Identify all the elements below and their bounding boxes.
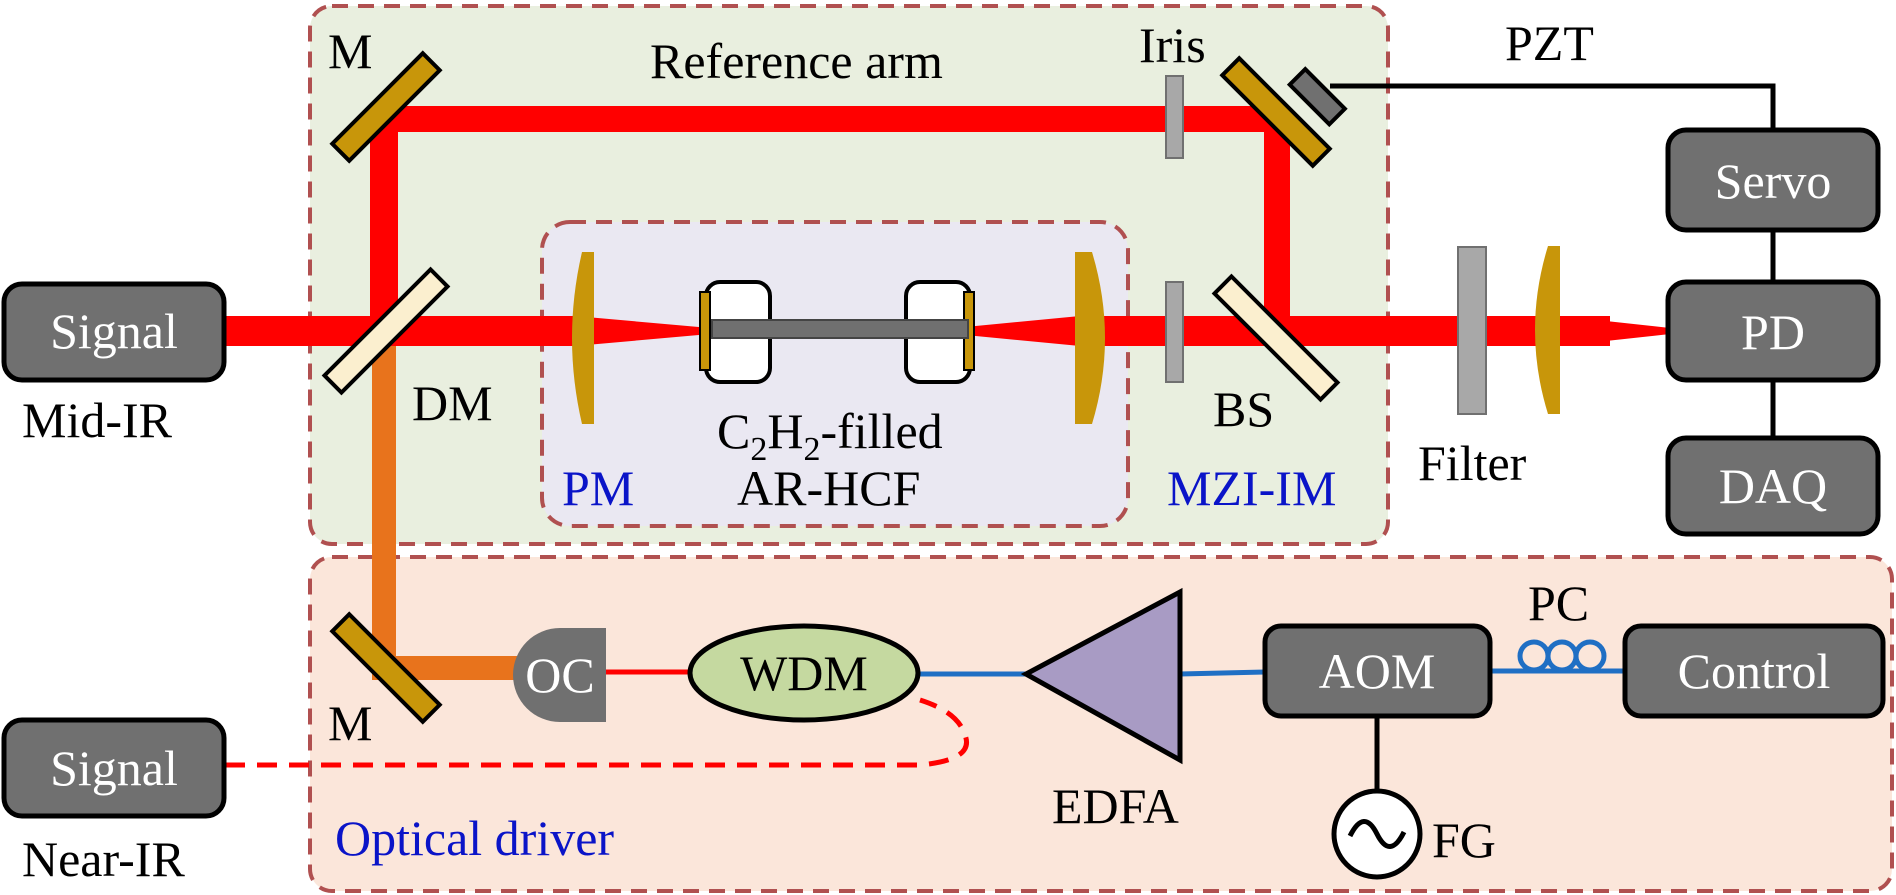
- gas-cell-region: [540, 220, 1130, 528]
- mirror-bottom-icon: [329, 611, 443, 725]
- polarization-controller-icon: [1517, 639, 1607, 673]
- filter-label: Filter: [1418, 435, 1527, 491]
- cell-title-line1: C2H2-filled: [717, 403, 943, 468]
- iris-label: Iris: [1139, 17, 1206, 73]
- signal-mid-ir-box: [1, 281, 227, 383]
- aom-box: [1262, 623, 1493, 719]
- lens-pd-icon: [1535, 246, 1560, 414]
- reference-beam-top: [370, 106, 1290, 132]
- window-left-icon: [699, 291, 711, 371]
- lens-right-icon: [1075, 252, 1105, 424]
- output-coupler-label: OC: [525, 647, 594, 703]
- iris-top-icon: [1165, 75, 1184, 159]
- pc-label: PC: [1528, 575, 1589, 631]
- sine-wave-icon: [1347, 819, 1407, 849]
- iris-bottom-icon: [1165, 281, 1184, 383]
- optical-driver-region: [308, 555, 1894, 893]
- control-box: [1622, 623, 1886, 719]
- pzt-actuator-icon: [1286, 66, 1348, 128]
- mirror-bottom-label: M: [328, 695, 372, 751]
- reference-arm-title: Reference arm: [650, 33, 943, 89]
- pm-label: PM: [562, 460, 634, 516]
- pump-beam-vertical: [372, 346, 396, 668]
- servo-box: [1665, 127, 1881, 233]
- mid-ir-label: Mid-IR: [22, 392, 173, 448]
- reference-beam-vertical-left: [370, 106, 398, 318]
- near-ir-fiber: [225, 697, 969, 768]
- bs-label: BS: [1213, 381, 1274, 437]
- pd-box: [1665, 279, 1881, 383]
- filter-icon: [1457, 246, 1487, 415]
- dichroic-mirror-icon: [321, 266, 451, 396]
- mzi-im-label: MZI-IM: [1167, 460, 1336, 516]
- ar-hcf-fiber-icon: [711, 319, 969, 339]
- signal-near-ir-label: Signal: [50, 740, 178, 796]
- focused-beam-right: [955, 316, 1080, 346]
- near-ir-label: Near-IR: [22, 831, 185, 887]
- edfa-icon: [1020, 587, 1183, 765]
- servo-label: Servo: [1715, 153, 1832, 209]
- output-coupler-icon: [513, 628, 606, 722]
- pzt-label: PZT: [1505, 15, 1594, 71]
- pzt-mirror-icon: [1219, 55, 1333, 169]
- dm-label: DM: [412, 375, 493, 431]
- focused-beam-left: [575, 316, 710, 346]
- reference-beam-vertical-right: [1264, 106, 1290, 331]
- lens-left-icon: [572, 252, 594, 424]
- cell-title-line2: AR-HCF: [737, 460, 920, 516]
- optical-driver-title: Optical driver: [335, 810, 614, 866]
- beam-splitter-icon: [1211, 273, 1341, 403]
- aom-label: AOM: [1319, 643, 1436, 699]
- edfa-label: EDFA: [1052, 778, 1179, 834]
- fg-label: FG: [1432, 812, 1496, 868]
- daq-box: [1665, 435, 1881, 537]
- daq-label: DAQ: [1719, 458, 1827, 514]
- control-label: Control: [1678, 643, 1831, 699]
- pd-label: PD: [1741, 304, 1805, 360]
- focused-beam-pd: [1560, 316, 1670, 346]
- wdm-icon: [687, 623, 921, 723]
- mirror-top-label: M: [328, 23, 372, 79]
- cable-pzt-servo: [1330, 83, 1776, 130]
- wdm-label: WDM: [740, 645, 868, 701]
- collimated-beam: [1080, 316, 1610, 346]
- mirror-top-icon: [329, 50, 443, 164]
- fiber-edfa-aom: [1179, 669, 1266, 677]
- signal-near-ir-box: [1, 717, 227, 819]
- signal-mid-ir-label: Signal: [50, 303, 178, 359]
